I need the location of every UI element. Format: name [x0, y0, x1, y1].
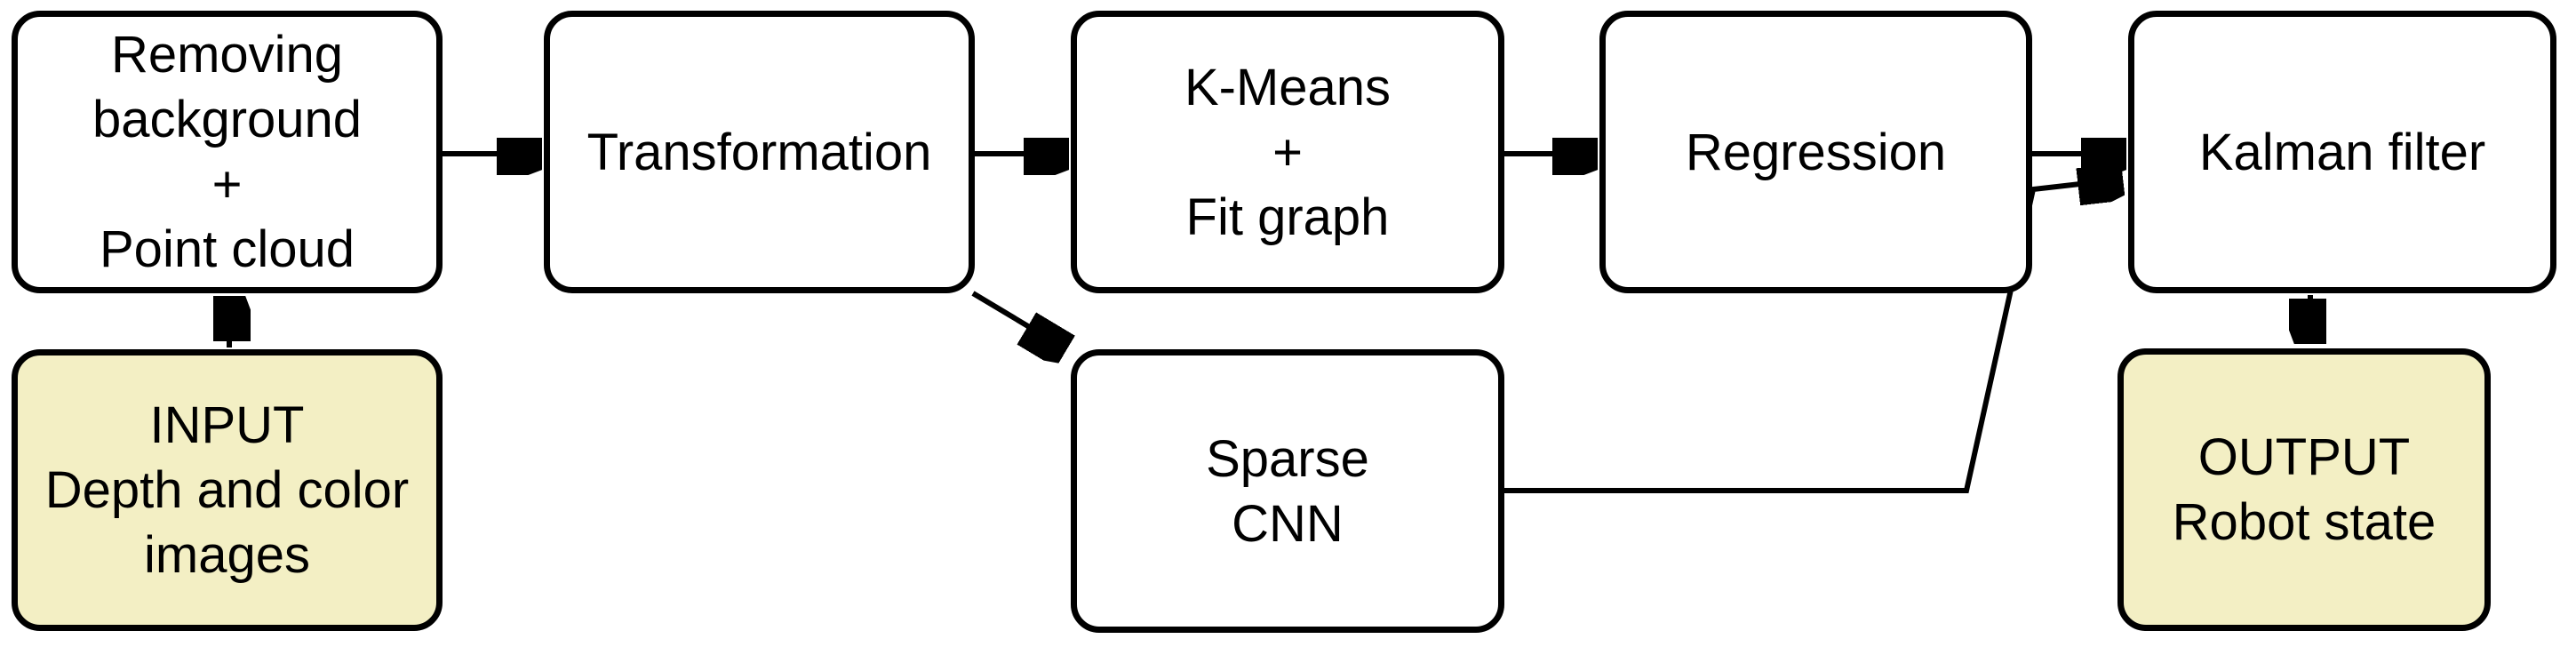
- node-regression: Regression: [1599, 11, 2032, 293]
- node-output: OUTPUT Robot state: [2117, 348, 2491, 631]
- node-sparse-cnn-label: Sparse CNN: [1206, 429, 1369, 553]
- node-kalman-filter-label: Kalman filter: [2198, 123, 2486, 181]
- node-output-label: OUTPUT Robot state: [2172, 428, 2436, 551]
- edge-transformation-to-sparse-cnn: [971, 291, 1064, 347]
- node-kalman-filter: Kalman filter: [2128, 11, 2556, 293]
- node-sparse-cnn: Sparse CNN: [1071, 349, 1504, 633]
- node-input-label: INPUT Depth and color images: [44, 396, 410, 584]
- node-transformation-label: Transformation: [586, 123, 932, 181]
- node-kmeans-fit-graph-label: K-Means + Fit graph: [1184, 58, 1392, 246]
- node-removing-background-label: Removing background + Point cloud: [92, 26, 363, 278]
- node-regression-label: Regression: [1685, 123, 1947, 181]
- node-kmeans-fit-graph: K-Means + Fit graph: [1071, 11, 1504, 293]
- node-transformation: Transformation: [544, 11, 975, 293]
- node-removing-background: Removing background + Point cloud: [12, 11, 443, 293]
- node-input: INPUT Depth and color images: [12, 349, 443, 631]
